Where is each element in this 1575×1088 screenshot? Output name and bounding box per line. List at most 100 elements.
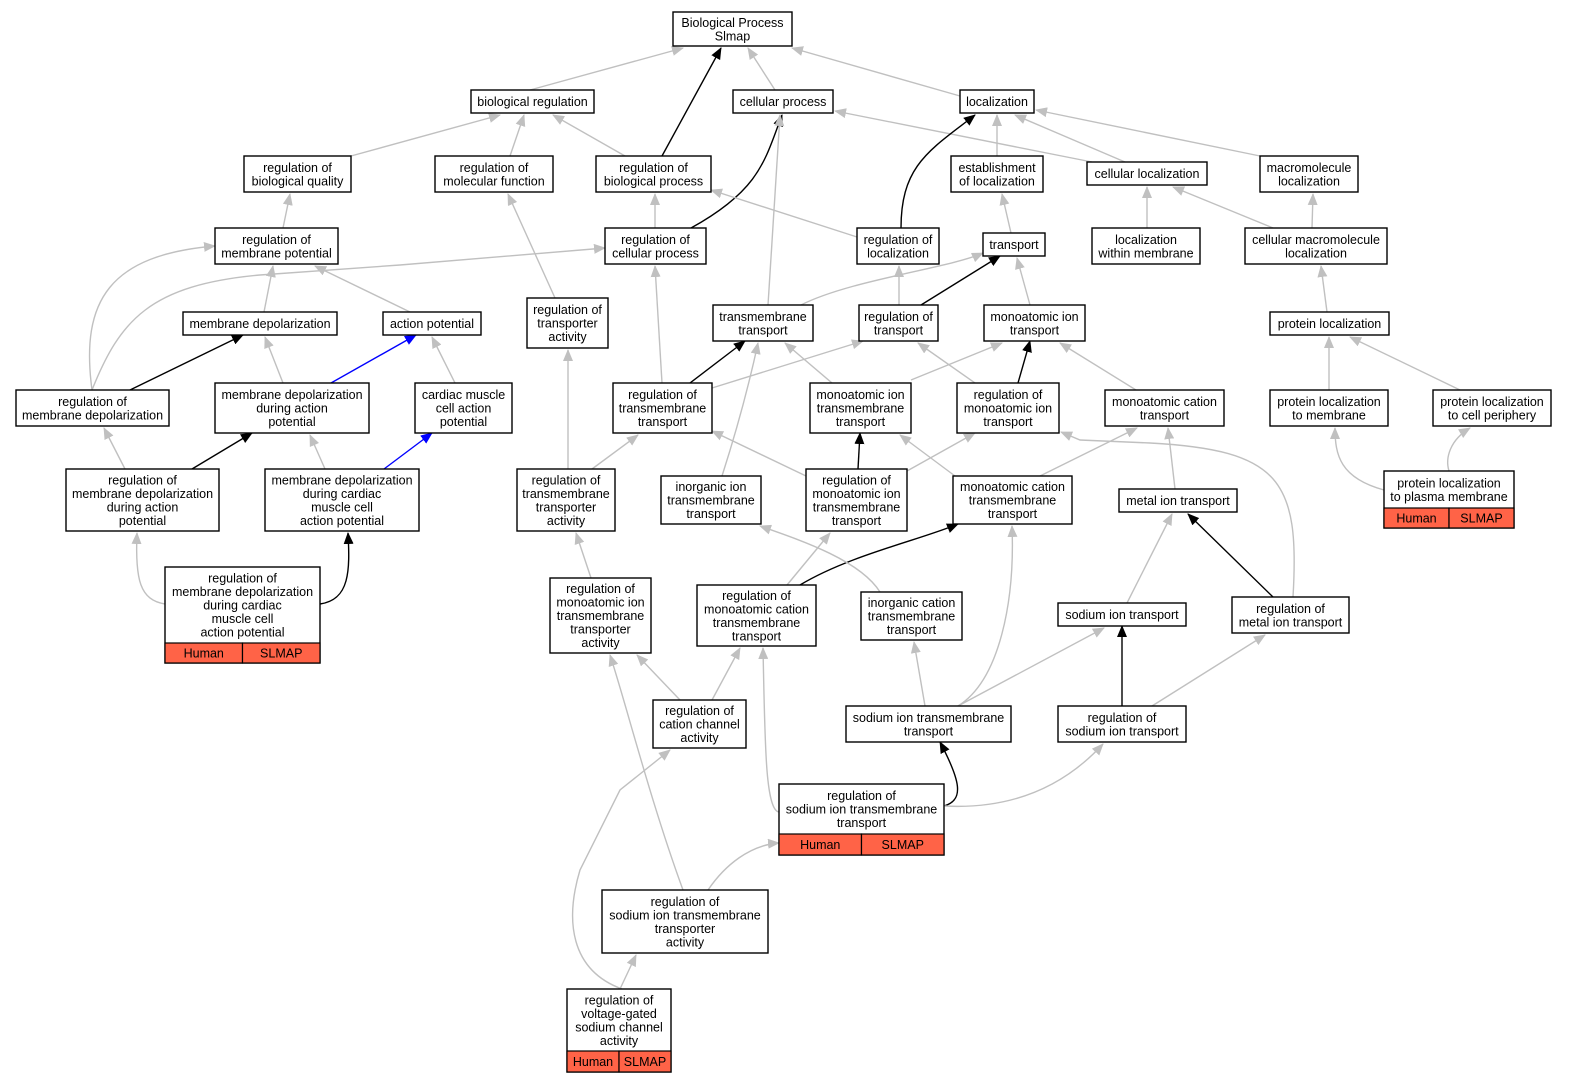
edge-regmdcm-to-mdcmcap <box>319 532 354 605</box>
node-box <box>1269 311 1390 336</box>
node-bioreg[interactable]: biological regulation <box>470 89 595 114</box>
node-label-line: monoatomic cation <box>704 602 809 616</box>
node-cellloc[interactable]: cellular localization <box>1086 161 1208 186</box>
node-sodium[interactable]: sodium ion transport <box>1057 602 1187 627</box>
tag-label-slmap: SLMAP <box>624 1055 666 1069</box>
node-label-line: action potential <box>390 317 474 331</box>
node-label-line: to membrane <box>1292 408 1366 422</box>
edge-mit-to-transport <box>1015 257 1031 306</box>
node-metal[interactable]: metal ion transport <box>1118 488 1238 513</box>
node-label-line: transmembrane <box>667 494 755 508</box>
node-label-line: transport <box>686 507 736 521</box>
node-memdep[interactable]: membrane depolarization <box>182 311 338 336</box>
node-label-line: transport <box>638 415 688 429</box>
edge-mdcmcap-to-mdap <box>309 434 326 470</box>
edge-regmitmta-to-regtmta <box>574 532 592 579</box>
node-regtmta[interactable]: regulation oftransmembranetransporteract… <box>516 468 616 532</box>
edge-plpm-to-plcp <box>1447 427 1471 472</box>
edge-regtra-to-regmf <box>507 193 556 299</box>
node-actpot[interactable]: action potential <box>382 311 482 336</box>
node-cellproc[interactable]: cellular process <box>732 89 834 114</box>
edge-regcp-to-cellproc <box>690 114 783 229</box>
edge-regsitmta-to-regmitmta <box>608 654 684 891</box>
edge-regmit-to-regtr <box>917 342 976 384</box>
edge-regmit-to-mit <box>1017 340 1032 384</box>
node-label-line: action potential <box>300 514 384 528</box>
node-label-line: muscle cell <box>212 612 274 626</box>
node-protloc[interactable]: protein localization <box>1269 311 1390 336</box>
node-box <box>805 468 908 532</box>
edge-cmcap-to-actpot <box>431 336 456 384</box>
edge-mctmt-to-mitmt <box>899 434 956 477</box>
node-label-line: biological regulation <box>477 95 588 109</box>
node-label-line: protein localization <box>1397 476 1501 490</box>
node-transport[interactable]: transport <box>982 232 1046 257</box>
node-box <box>526 297 609 349</box>
edge-regtmt-to-regtr <box>711 339 864 389</box>
node-label-line: membrane depolarization <box>271 473 412 487</box>
node-box <box>959 89 1035 114</box>
node-box <box>956 382 1060 434</box>
edge-regbp-to-bioreg <box>552 114 626 157</box>
node-loc[interactable]: localization <box>959 89 1035 114</box>
edge-macloc-to-loc <box>1035 107 1261 157</box>
node-box <box>1269 389 1389 427</box>
node-label-line: of localization <box>959 174 1035 188</box>
node-label-line: biological process <box>604 174 703 188</box>
edge-actpot-to-regmp <box>314 265 411 313</box>
node-box <box>612 382 713 434</box>
node-label-line: during action <box>107 500 179 514</box>
node-label-line: regulation of <box>460 161 529 175</box>
node-label-line: transport <box>1010 323 1060 337</box>
edge-iitmt-to-tmt <box>721 342 761 477</box>
node-label-line: transport <box>832 514 882 528</box>
node-label-line: transmembrane <box>813 500 901 514</box>
node-label-line: transporter <box>655 922 715 936</box>
node-box <box>414 382 513 434</box>
edge-sitmt-to-mctmt <box>957 525 1018 707</box>
tag-label-human: Human <box>573 1055 613 1069</box>
